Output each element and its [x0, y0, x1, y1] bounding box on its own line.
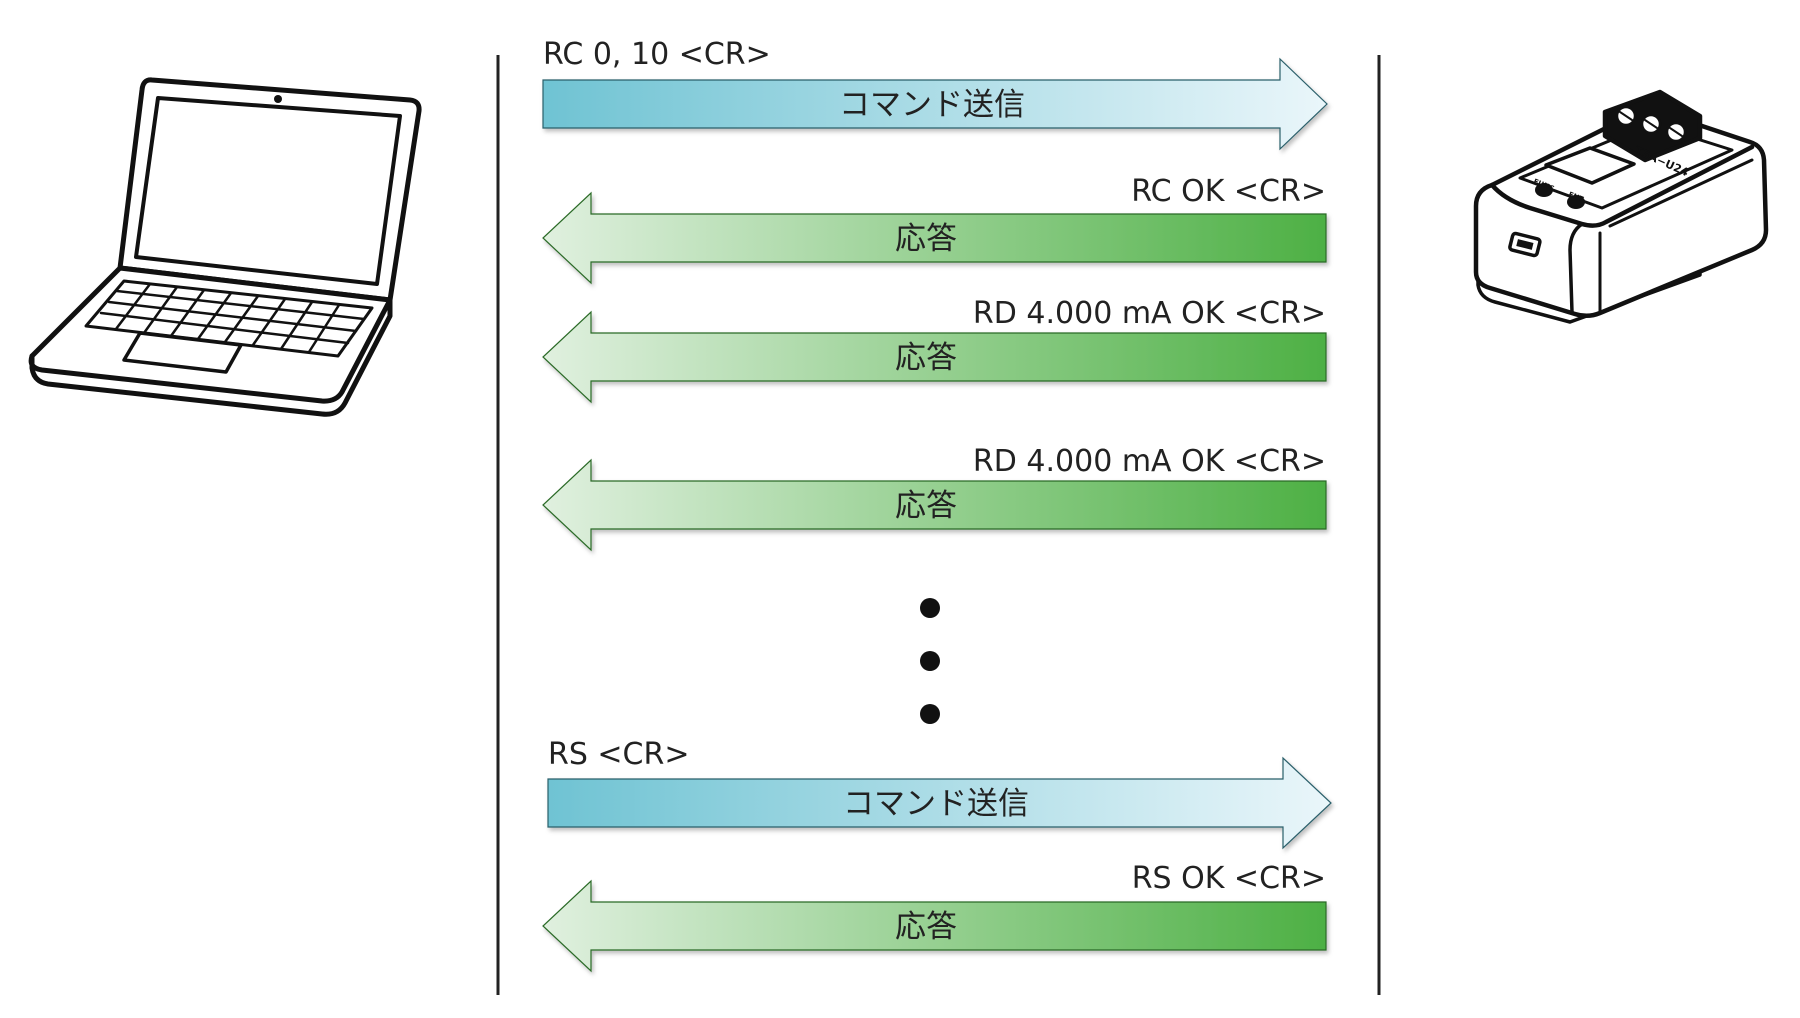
message-label: RS <CR> — [548, 737, 690, 772]
arrow-label: 応答 — [895, 909, 957, 945]
tsa-u24-device-icon — [1473, 89, 1769, 324]
response-arrow — [542, 191, 1327, 285]
arrow-label: 応答 — [895, 221, 957, 257]
message-2: 応答 RD 4.000 mA OK <CR> — [542, 296, 1327, 404]
command-arrow — [547, 756, 1332, 850]
ellipsis-dot — [920, 651, 940, 671]
message-5: 応答 RS OK <CR> — [542, 861, 1327, 973]
message-4: コマンド送信 RS <CR> — [547, 737, 1332, 850]
ellipsis-dot — [920, 598, 940, 618]
response-arrow — [542, 310, 1327, 404]
arrow-label: 応答 — [895, 340, 957, 376]
response-arrow — [542, 458, 1327, 552]
response-arrow — [542, 879, 1327, 973]
message-0: コマンド送信 RC 0, 10 <CR> — [542, 37, 1328, 151]
message-label: RC 0, 10 <CR> — [543, 37, 771, 72]
ellipsis-dot — [920, 704, 940, 724]
arrow-label: コマンド送信 — [839, 87, 1025, 123]
message-label: RS OK <CR> — [1132, 861, 1326, 896]
message-3: 応答 RD 4.000 mA OK <CR> — [542, 444, 1327, 552]
message-label: RC OK <CR> — [1131, 174, 1326, 209]
message-label: RD 4.000 mA OK <CR> — [973, 444, 1326, 479]
arrow-label: 応答 — [895, 488, 957, 524]
command-arrow — [542, 57, 1328, 151]
arrow-label: コマンド送信 — [843, 786, 1029, 822]
ellipsis — [920, 598, 940, 724]
laptop-icon — [28, 77, 422, 417]
message-1: 応答 RC OK <CR> — [542, 174, 1327, 285]
message-label: RD 4.000 mA OK <CR> — [973, 296, 1326, 331]
